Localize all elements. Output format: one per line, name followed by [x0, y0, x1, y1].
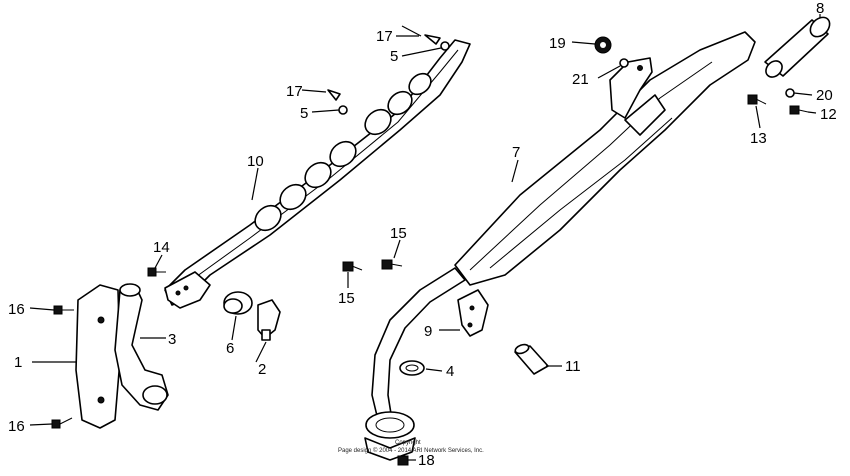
- label-9: 9: [424, 323, 432, 340]
- leader-lines: [29, 14, 821, 461]
- bolt-17-lower[interactable]: [327, 89, 341, 101]
- exhaust-clamp[interactable]: [257, 299, 281, 341]
- bolt-15-left[interactable]: [342, 261, 363, 272]
- bolt-16-upper[interactable]: [53, 305, 74, 315]
- label-2: 2: [258, 361, 266, 378]
- bolt-17-upper[interactable]: [424, 34, 441, 45]
- muffler-bracket[interactable]: [457, 289, 489, 337]
- screw-12[interactable]: [789, 105, 809, 115]
- label-1: 1: [14, 354, 22, 371]
- copyright-notice: Copyright Page design © 2004 - 2014 ARI …: [338, 440, 484, 454]
- label-17b: 17: [286, 83, 303, 100]
- label-14: 14: [153, 239, 170, 256]
- label-10: 10: [247, 153, 264, 170]
- bolt-15-right[interactable]: [381, 259, 403, 270]
- label-11: 11: [565, 358, 581, 375]
- bolt-18[interactable]: [397, 455, 409, 466]
- washer-5-upper[interactable]: [440, 41, 450, 51]
- muffler-protector[interactable]: [164, 39, 471, 309]
- label-8: 8: [816, 0, 824, 17]
- label-19: 19: [549, 35, 566, 52]
- label-3: 3: [168, 331, 176, 348]
- label-7: 7: [512, 144, 520, 161]
- tail-pipe[interactable]: [763, 14, 834, 81]
- callout-labels: 1 2 3 4 5 5 6 7 8 9 10 11 12 13 14 15 15…: [8, 0, 837, 469]
- label-5a: 5: [390, 48, 398, 65]
- label-20: 20: [816, 87, 833, 104]
- label-21: 21: [572, 71, 589, 88]
- copyright-line-2: Page design © 2004 - 2014 ARI Network Se…: [338, 447, 484, 454]
- label-5b: 5: [300, 105, 308, 122]
- washer-20[interactable]: [785, 88, 795, 98]
- label-4: 4: [446, 363, 454, 380]
- label-15a: 15: [338, 290, 355, 307]
- nut-19[interactable]: [594, 36, 612, 54]
- label-13: 13: [750, 130, 767, 147]
- label-17a: 17: [376, 28, 393, 45]
- exhaust-pipe[interactable]: [364, 267, 466, 461]
- label-12: 12: [820, 106, 837, 123]
- label-15b: 15: [390, 225, 407, 242]
- muffler[interactable]: [454, 31, 756, 286]
- gasket[interactable]: [399, 360, 425, 376]
- screw-13[interactable]: [747, 94, 767, 105]
- label-16a: 16: [8, 301, 25, 318]
- rubber-bushing[interactable]: [514, 343, 549, 375]
- exhaust-collar[interactable]: [223, 291, 253, 315]
- label-6: 6: [226, 340, 234, 357]
- copyright-line-1: Copyright: [395, 440, 421, 446]
- washer-5-lower[interactable]: [338, 105, 348, 115]
- bolt-16-lower[interactable]: [51, 417, 73, 429]
- label-18: 18: [418, 452, 435, 469]
- washer-21[interactable]: [619, 58, 629, 68]
- bolt-14[interactable]: [147, 267, 166, 277]
- exhaust-pipe-joint[interactable]: [75, 283, 169, 429]
- label-16b: 16: [8, 418, 25, 435]
